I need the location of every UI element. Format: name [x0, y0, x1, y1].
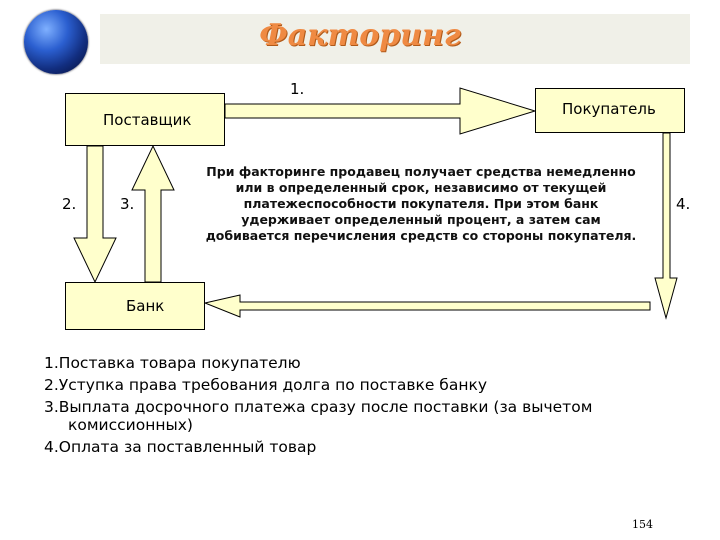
arrow-4-return	[203, 294, 651, 318]
legend-item-4: 4.Оплата за поставленный товар	[44, 438, 317, 456]
bank-box: Банк	[65, 282, 205, 330]
legend-item-1: 1.Поставка товара покупателю	[44, 354, 301, 372]
header-band-fill	[100, 14, 690, 64]
legend-item-2: 2.Уступка права требования долга по пост…	[44, 376, 488, 394]
arrow-1-label: 1.	[290, 80, 305, 98]
legend-item-3-cont: комиссионных)	[68, 416, 193, 434]
supplier-label: Поставщик	[103, 111, 192, 129]
arrow-4	[654, 132, 678, 320]
buyer-label: Покупатель	[562, 100, 656, 118]
arrow-2-label: 2.	[62, 195, 77, 213]
globe-icon	[24, 10, 88, 74]
slide-title: Факторинг	[259, 18, 461, 53]
arrow-2	[73, 145, 117, 284]
buyer-box: Покупатель	[535, 88, 685, 133]
legend-item-3: 3.Выплата досрочного платежа сразу после…	[44, 398, 593, 416]
description-text: При факторинге продавец получает средств…	[205, 164, 637, 243]
arrow-1	[224, 87, 537, 135]
legend-list: 1.Поставка товара покупателю 2.Уступка п…	[44, 352, 684, 458]
bank-label: Банк	[126, 297, 165, 315]
page-number: 154	[632, 518, 653, 531]
arrow-4-label: 4.	[676, 195, 691, 213]
arrow-3	[131, 144, 175, 283]
arrow-3-label: 3.	[120, 195, 135, 213]
supplier-box: Поставщик	[65, 93, 225, 146]
